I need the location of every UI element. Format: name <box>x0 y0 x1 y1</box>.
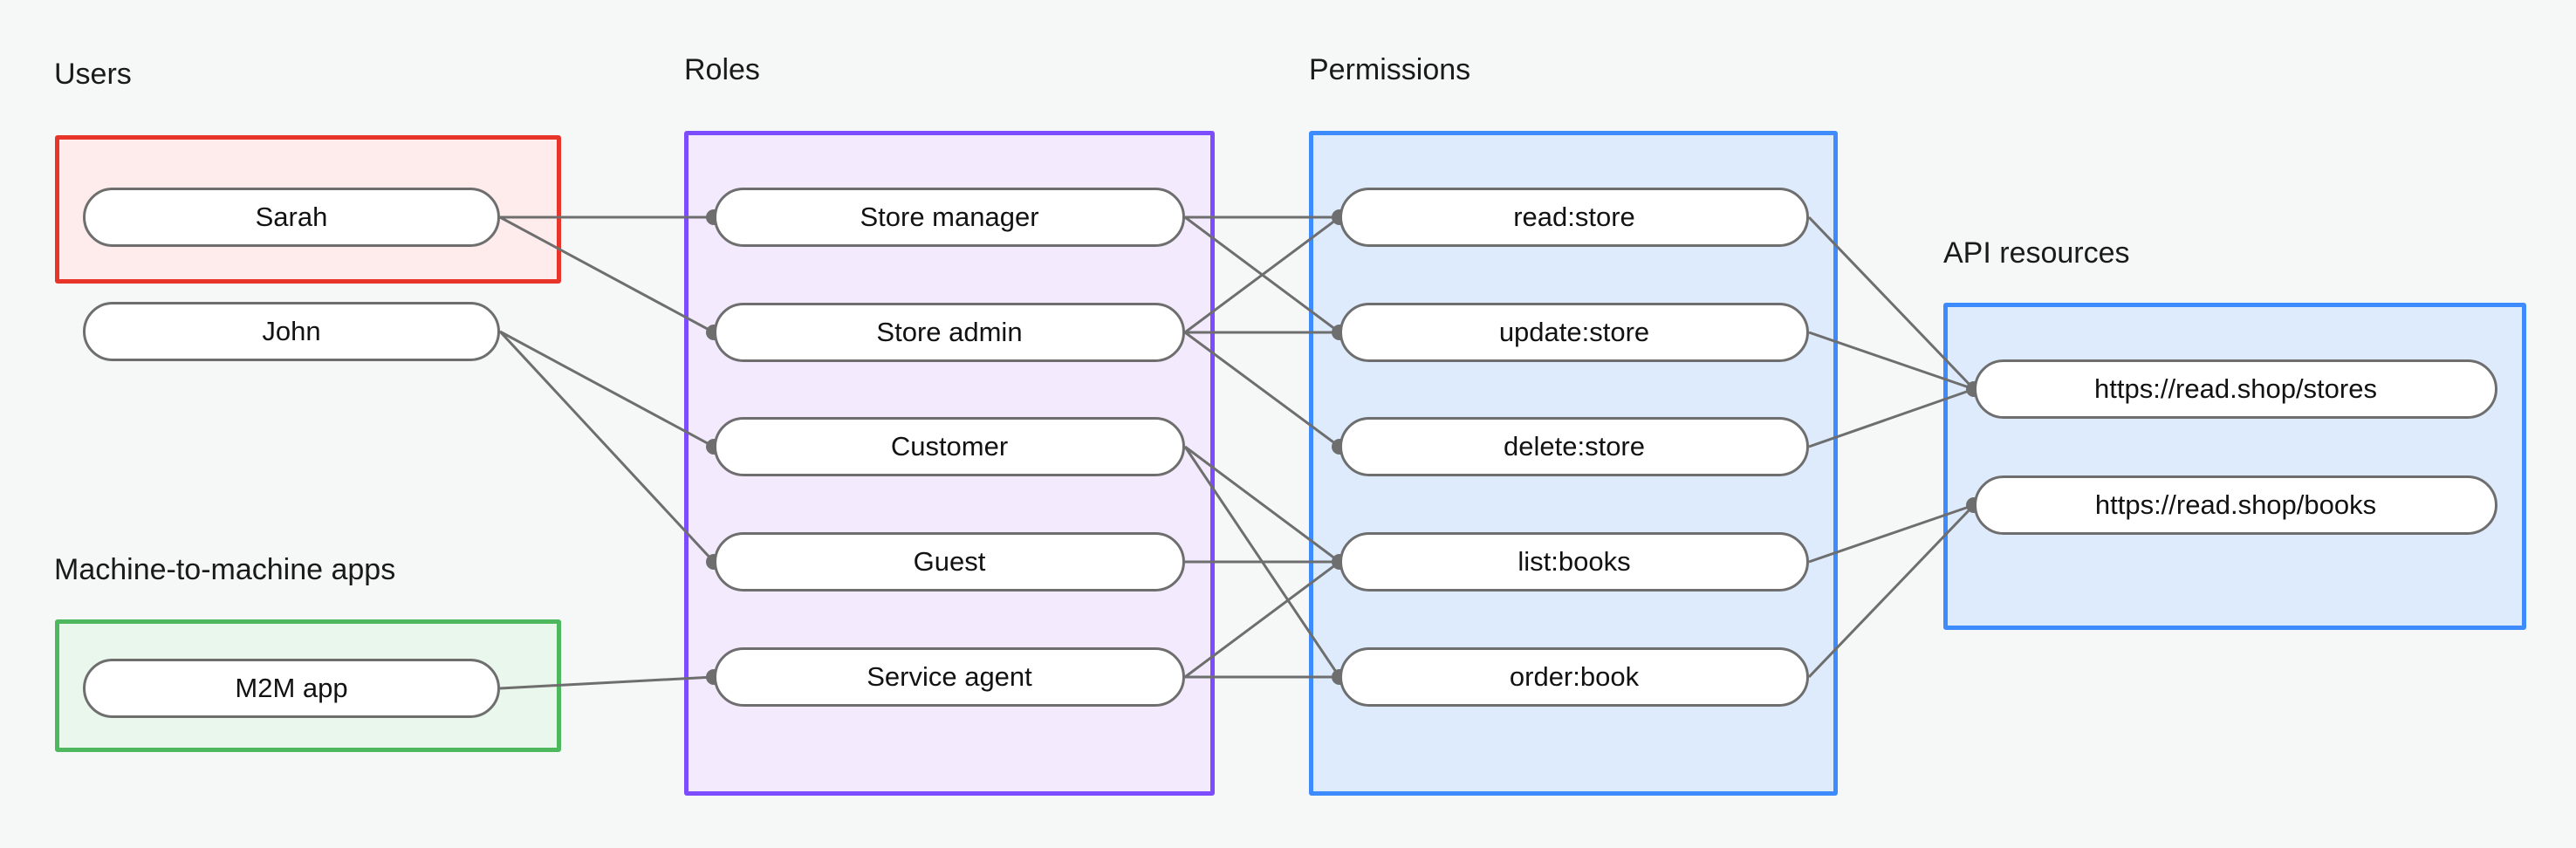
node-permissions-1[interactable]: update:store <box>1339 303 1809 362</box>
group-title-api-resources: API resources <box>1943 236 2130 270</box>
node-permissions-4[interactable]: order:book <box>1339 647 1809 707</box>
node-api-resources-1[interactable]: https://read.shop/books <box>1974 475 2497 535</box>
node-api-resources-0[interactable]: https://read.shop/stores <box>1974 359 2497 419</box>
node-roles-0[interactable]: Store manager <box>714 188 1185 247</box>
node-users-0[interactable]: Sarah <box>83 188 500 247</box>
node-roles-4[interactable]: Service agent <box>714 647 1185 707</box>
node-permissions-2[interactable]: delete:store <box>1339 417 1809 476</box>
node-roles-1[interactable]: Store admin <box>714 303 1185 362</box>
group-title-m2m: Machine-to-machine apps <box>54 553 396 586</box>
node-roles-2[interactable]: Customer <box>714 417 1185 476</box>
node-permissions-0[interactable]: read:store <box>1339 188 1809 247</box>
group-title-users: Users <box>54 58 132 91</box>
node-users-1[interactable]: John <box>83 302 500 361</box>
node-roles-3[interactable]: Guest <box>714 532 1185 592</box>
group-title-permissions: Permissions <box>1309 53 1471 86</box>
node-permissions-3[interactable]: list:books <box>1339 532 1809 592</box>
group-title-roles: Roles <box>684 53 760 86</box>
group-box-api-resources <box>1943 303 2526 630</box>
node-m2m-0[interactable]: M2M app <box>83 659 500 718</box>
